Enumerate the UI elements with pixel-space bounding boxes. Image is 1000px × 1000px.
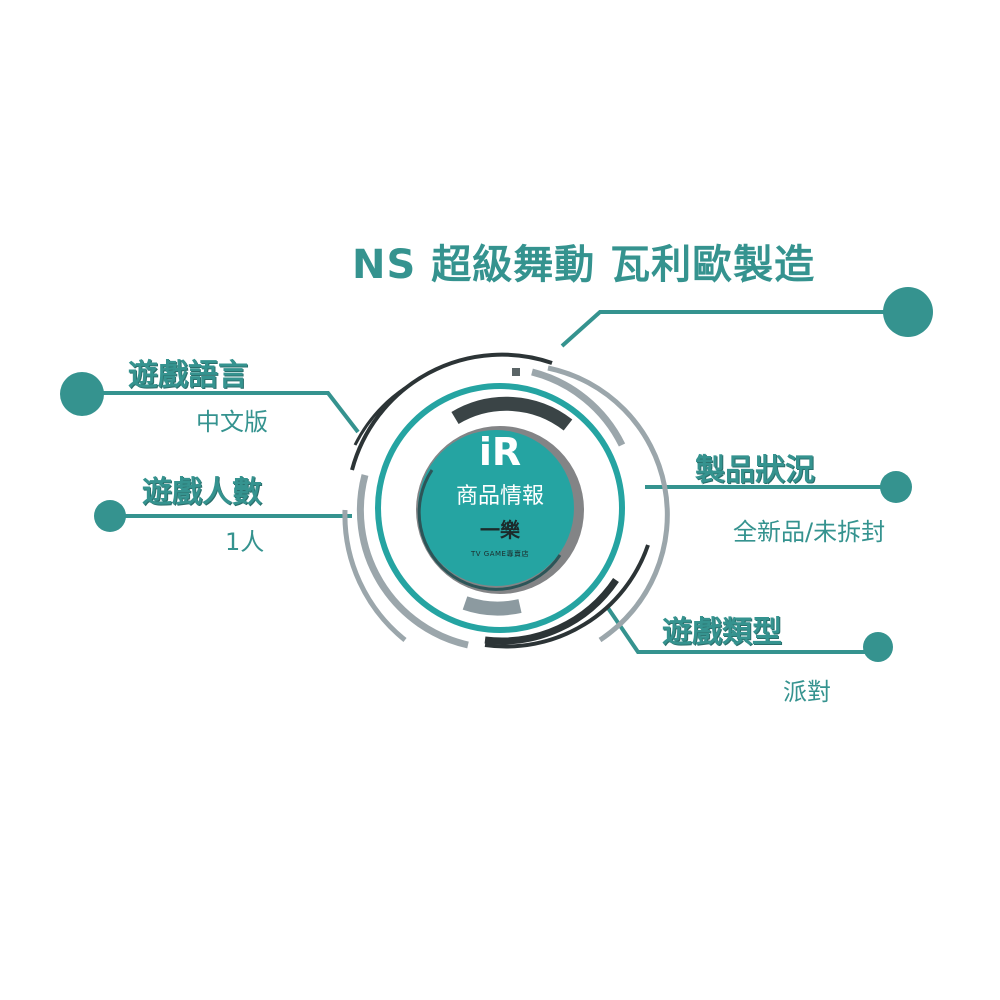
brand-name: 一樂 [480, 518, 520, 542]
teal-ring [375, 383, 625, 633]
center-badge: iR 商品情報 一樂 TV GAME專賣店 [425, 432, 575, 559]
condition-value: 全新品/未拆封 [733, 518, 886, 546]
players-label: 遊戲人數 [142, 475, 262, 510]
center-heading: 商品情報 [455, 484, 544, 509]
condition-dot [880, 471, 912, 503]
genre-dot [863, 632, 893, 662]
genre-value: 派對 [783, 678, 831, 706]
inner-gray-arc [462, 596, 522, 616]
language-dot [60, 372, 104, 416]
language-value: 中文版 [196, 408, 268, 436]
genre-label: 遊戲類型 [662, 615, 782, 650]
page-title: NS 超級舞動 瓦利歐製造 [352, 242, 816, 288]
dark-arc-top [350, 352, 553, 471]
players-value: 1人 [225, 528, 265, 556]
outer-gray-arc-right [547, 365, 670, 643]
dark-thick-arc [484, 578, 619, 645]
center-disc [418, 430, 574, 586]
title-dot [883, 287, 933, 337]
brand-tagline: TV GAME專賣店 [471, 550, 529, 558]
title-connector [560, 310, 905, 348]
gray-arc-top-right [531, 368, 626, 447]
genre-connector [606, 606, 878, 654]
language-connector [82, 391, 360, 434]
dark-arc-top-inner [353, 386, 406, 446]
inner-dark-arc [451, 396, 573, 431]
language-label: 遊戲語言 [128, 358, 248, 393]
gray-arc-left [356, 474, 469, 649]
dark-arc-right [484, 544, 650, 649]
center-inner-arc [417, 469, 562, 591]
outer-gray-arc-left [342, 509, 407, 642]
players-dot [94, 500, 126, 532]
small-square [512, 368, 520, 376]
condition-label: 製品狀況 [695, 453, 815, 488]
brand-logo: iR [478, 430, 522, 474]
